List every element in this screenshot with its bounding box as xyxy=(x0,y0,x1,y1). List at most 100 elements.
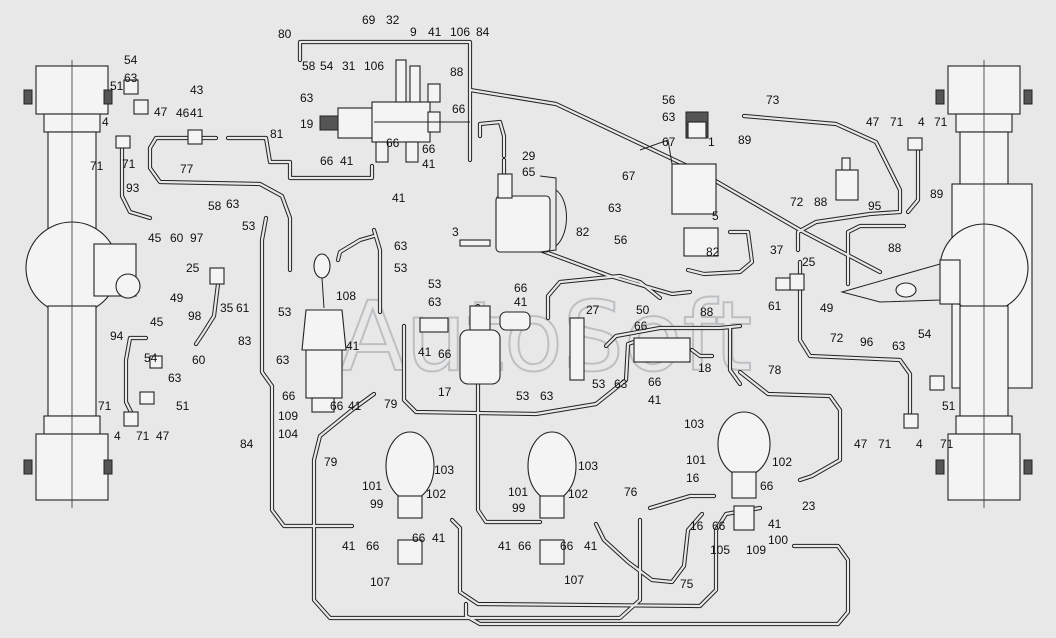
callout-label-l41n: 41 xyxy=(584,539,598,553)
callout-label-l23: 23 xyxy=(802,499,816,513)
callout-label-l71g: 71 xyxy=(878,437,892,451)
callout-label-l41e: 41 xyxy=(190,106,204,120)
callout-label-l99b: 99 xyxy=(512,501,526,515)
callout-label-l47c: 47 xyxy=(866,115,880,129)
lever-boot xyxy=(301,309,347,351)
callout-label-l47a: 47 xyxy=(154,105,168,119)
callout-label-l35: 35 xyxy=(220,301,234,315)
callout-label-l75: 75 xyxy=(680,577,694,591)
callout-label-l49a: 49 xyxy=(170,291,184,305)
callout-label-l32: 32 xyxy=(386,13,400,27)
callout-label-l66k: 66 xyxy=(366,539,380,553)
callout-label-l80: 80 xyxy=(278,27,292,41)
booster-body xyxy=(495,195,551,253)
callout-label-l63c: 63 xyxy=(226,197,240,211)
callout-label-l100: 100 xyxy=(768,533,788,547)
callout-label-l51a: 51 xyxy=(110,79,124,93)
callout-label-l95: 95 xyxy=(868,199,882,213)
callout-label-l94: 94 xyxy=(110,329,124,343)
callout-label-l41i: 41 xyxy=(418,345,432,359)
callout-label-l63g: 63 xyxy=(428,295,442,309)
callout-label-l81: 81 xyxy=(270,127,284,141)
callout-label-l53a: 53 xyxy=(242,219,256,233)
callout-label-l82a: 82 xyxy=(576,225,590,239)
callout-label-l78: 78 xyxy=(768,363,782,377)
callout-label-l47d: 47 xyxy=(854,437,868,451)
callout-label-l41h: 41 xyxy=(514,295,528,309)
callout-label-l63a: 63 xyxy=(300,91,314,105)
callout-label-l69: 69 xyxy=(362,13,376,27)
callout-label-l107a: 107 xyxy=(370,575,390,589)
callout-label-l66d: 66 xyxy=(422,142,436,156)
fluid-reservoir-17 xyxy=(459,305,501,385)
callout-label-l88a: 88 xyxy=(450,65,464,79)
callout-label-l103b: 103 xyxy=(578,459,598,473)
callout-label-l53f: 53 xyxy=(592,377,606,391)
callout-label-l66p: 66 xyxy=(712,519,726,533)
callout-label-l71h: 71 xyxy=(940,437,954,451)
callout-label-l56a: 56 xyxy=(662,93,676,107)
callout-label-l71d: 71 xyxy=(136,429,150,443)
callout-label-l63j: 63 xyxy=(608,201,622,215)
callout-label-l66a: 66 xyxy=(452,102,466,116)
callout-label-l16b: 16 xyxy=(690,519,704,533)
callout-label-l84a: 84 xyxy=(476,25,490,39)
callout-label-l109a: 109 xyxy=(278,409,298,423)
callout-label-l101c: 101 xyxy=(686,453,706,467)
callout-label-l71f: 71 xyxy=(934,115,948,129)
callout-label-l41m: 41 xyxy=(498,539,512,553)
callout-label-l54b: 54 xyxy=(124,53,138,67)
brake-booster xyxy=(495,173,567,253)
callout-label-l17: 17 xyxy=(438,385,452,399)
callout-label-l66b: 66 xyxy=(320,154,334,168)
callout-label-l63l: 63 xyxy=(892,339,906,353)
callout-label-l9: 9 xyxy=(410,25,417,39)
callout-label-l63e: 63 xyxy=(276,353,290,367)
callout-label-l41o: 41 xyxy=(768,517,782,531)
callout-label-l16a: 16 xyxy=(686,471,700,485)
callout-label-l60b: 60 xyxy=(192,353,206,367)
callout-label-l65: 65 xyxy=(522,165,536,179)
callout-label-l79a: 79 xyxy=(324,455,338,469)
callout-label-l46: 46 xyxy=(176,106,190,120)
callout-label-l43: 43 xyxy=(190,83,204,97)
callout-label-l54c: 54 xyxy=(144,351,158,365)
right-valve-88 xyxy=(835,157,941,303)
callout-label-l41b: 41 xyxy=(340,154,354,168)
brake-pipes xyxy=(119,39,921,627)
callout-label-l72b: 72 xyxy=(830,331,844,345)
callout-label-l63d: 63 xyxy=(168,371,182,385)
callout-label-l103a: 103 xyxy=(434,463,454,477)
callout-label-l54a: 54 xyxy=(320,59,334,73)
callout-label-l4c: 4 xyxy=(918,115,925,129)
callout-label-l102b: 102 xyxy=(568,487,588,501)
right-axle xyxy=(935,60,1033,508)
accumulator-right xyxy=(717,411,771,531)
callout-label-l102a: 102 xyxy=(426,487,446,501)
callout-label-l96: 96 xyxy=(860,335,874,349)
callout-label-l71a: 71 xyxy=(90,159,104,173)
callout-label-l25b: 25 xyxy=(802,255,816,269)
callout-label-l89b: 89 xyxy=(930,187,944,201)
callout-label-l66o: 66 xyxy=(760,479,774,493)
callout-label-l29: 29 xyxy=(522,149,536,163)
callout-label-l49b: 49 xyxy=(820,301,834,315)
callout-label-l58b: 58 xyxy=(208,199,222,213)
callout-label-l58a: 58 xyxy=(302,59,316,73)
callout-label-l88b: 88 xyxy=(700,305,714,319)
callout-label-l41a: 41 xyxy=(428,25,442,39)
callout-label-l84b: 84 xyxy=(240,437,254,451)
callout-label-l18: 18 xyxy=(698,361,712,375)
callout-label-l41l: 41 xyxy=(432,531,446,545)
hand-brake-lever xyxy=(301,253,347,413)
callout-label-l4a: 4 xyxy=(102,115,109,129)
callout-label-l66g: 66 xyxy=(514,281,528,295)
callout-label-l67a: 67 xyxy=(662,135,676,149)
callout-label-l41f: 41 xyxy=(346,339,360,353)
callout-label-l107b: 107 xyxy=(564,573,584,587)
callout-label-l53e: 53 xyxy=(516,389,530,403)
accumulator-middle xyxy=(527,431,577,565)
callout-label-l25a: 25 xyxy=(186,261,200,275)
callout-label-l88c: 88 xyxy=(814,195,828,209)
valve-18 xyxy=(633,337,691,363)
